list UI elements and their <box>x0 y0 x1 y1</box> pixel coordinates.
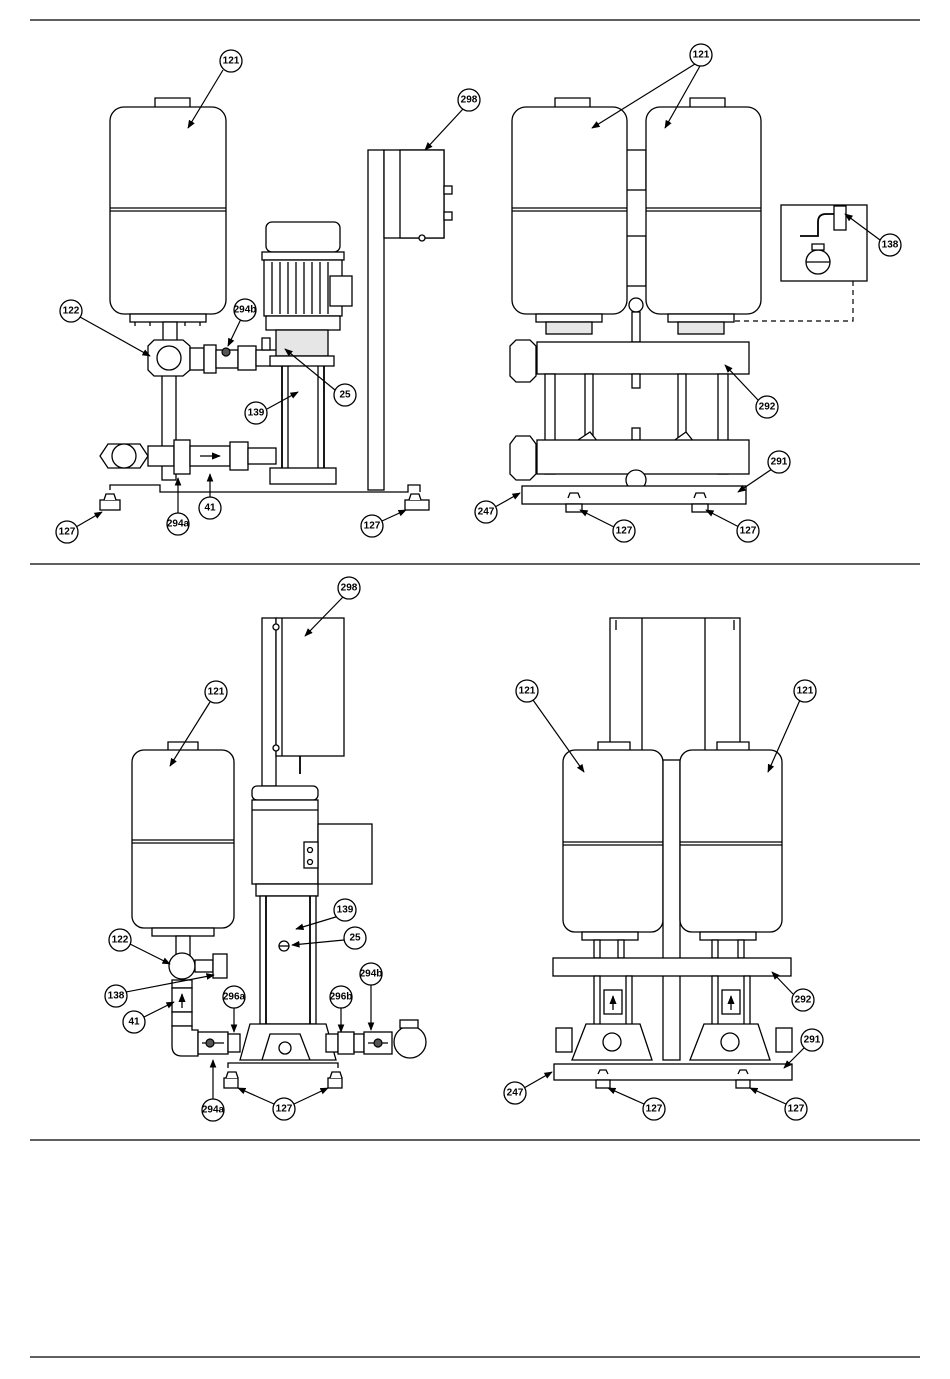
callout-138: 138 <box>882 240 899 251</box>
callout-41: 41 <box>128 1017 140 1028</box>
callout-291: 291 <box>771 457 788 468</box>
callout-121: 121 <box>223 56 240 67</box>
callout-127: 127 <box>59 527 76 538</box>
callout-298: 298 <box>341 583 358 594</box>
callout-298: 298 <box>461 95 478 106</box>
callout-25: 25 <box>349 933 361 944</box>
callout-121: 121 <box>208 687 225 698</box>
callout-127: 127 <box>276 1104 293 1115</box>
control-panel-stand <box>368 150 452 490</box>
callout-247: 247 <box>507 1088 524 1099</box>
lower-suction-line <box>100 440 276 474</box>
callout-25: 25 <box>339 390 351 401</box>
callout-122: 122 <box>112 935 129 946</box>
callout-247: 247 <box>478 507 495 518</box>
callout-294a: 294a <box>202 1105 225 1116</box>
callout-292: 292 <box>795 995 812 1006</box>
callout-294b: 294b <box>360 969 383 980</box>
view-side-compact <box>132 618 426 1088</box>
view-rear-twin <box>553 618 792 1088</box>
view-front-twin <box>510 98 867 512</box>
callout-139: 139 <box>248 408 265 419</box>
callout-121: 121 <box>797 686 814 697</box>
callout-139: 139 <box>337 905 354 916</box>
callout-296b: 296b <box>330 992 353 1003</box>
callout-296a: 296a <box>223 992 246 1003</box>
callout-292: 292 <box>759 402 776 413</box>
callout-127: 127 <box>646 1104 663 1115</box>
callout-122: 122 <box>63 306 80 317</box>
callout-294a: 294a <box>167 519 190 530</box>
callout-294b: 294b <box>234 305 257 316</box>
view-side-single <box>100 98 452 510</box>
callout-127: 127 <box>364 521 381 532</box>
callout-127: 127 <box>788 1104 805 1115</box>
callout-138: 138 <box>108 991 125 1002</box>
callout-41: 41 <box>204 503 216 514</box>
callout-127: 127 <box>616 526 633 537</box>
callout-121: 121 <box>693 50 710 61</box>
pump-unit <box>262 222 352 484</box>
pressure-vessel <box>110 98 226 326</box>
callout-127: 127 <box>740 526 757 537</box>
callout-121: 121 <box>519 686 536 697</box>
tee-fitting <box>148 340 190 376</box>
callout-291: 291 <box>804 1035 821 1046</box>
